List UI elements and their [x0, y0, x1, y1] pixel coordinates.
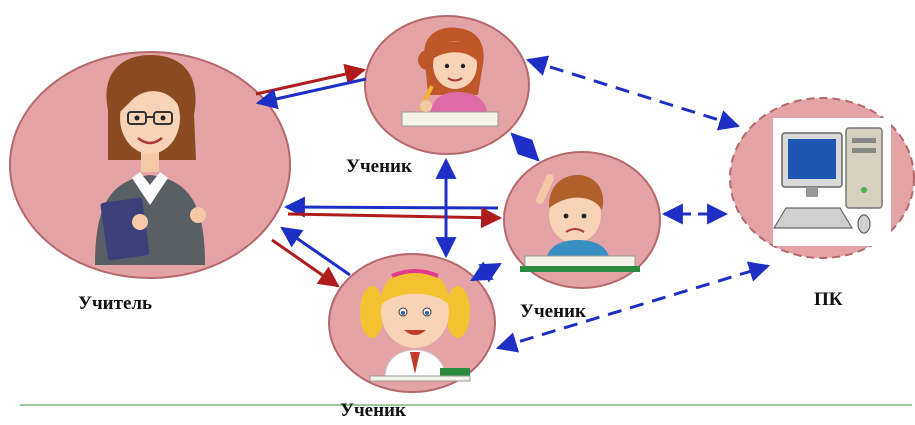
edge-teacher-to-student-bottom: [272, 240, 338, 286]
edge-student-bottom-to-teacher: [282, 228, 350, 275]
label-pc: ПК: [814, 289, 843, 311]
teacher-icon: [95, 55, 206, 265]
pc-node: [730, 98, 914, 258]
edge-student-top-student-middle: [512, 134, 538, 160]
student-top-node: [365, 16, 529, 154]
label-student-top: Ученик: [346, 156, 412, 178]
label-student-bottom: Ученик: [340, 400, 406, 422]
edge-student-top-pc: [528, 60, 738, 126]
edge-teacher-to-student-middle: [288, 214, 500, 218]
computer-icon: [773, 118, 891, 246]
edge-student-middle-student-bottom: [472, 264, 500, 280]
label-teacher: Учитель: [78, 293, 152, 315]
edge-student-middle-to-teacher: [286, 207, 498, 208]
label-student-middle: Ученик: [520, 301, 586, 323]
teacher-node: [10, 52, 290, 278]
student-bottom-node: [329, 254, 495, 392]
student-middle-node: [504, 152, 660, 288]
